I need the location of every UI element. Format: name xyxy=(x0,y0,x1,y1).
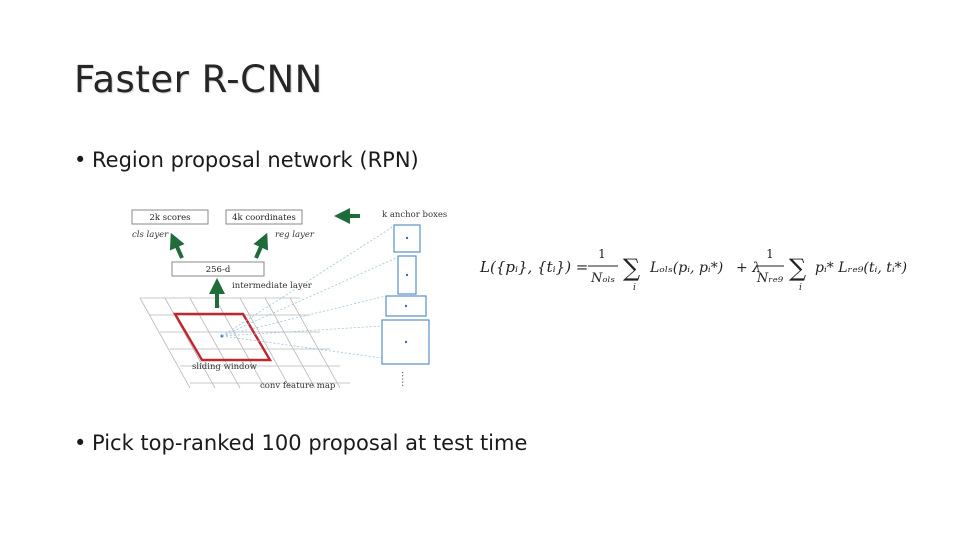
anchor-boxes xyxy=(381,224,430,365)
formula-sum-a-index: i xyxy=(633,283,636,293)
scores-box xyxy=(131,209,209,225)
coords-box xyxy=(225,209,303,225)
feature-map-grid xyxy=(139,297,350,389)
bullet-dot: • xyxy=(74,148,87,172)
bullet-text: Region proposal network (RPN) xyxy=(92,148,419,172)
rpn-loss-formula: L({pᵢ}, {tᵢ}) = 1 Nₒₗₛ ∑ i Lₒₗₛ(pᵢ, pᵢ*)… xyxy=(479,247,907,293)
sum-symbol-b: ∑ xyxy=(789,254,806,282)
flow-arrows xyxy=(169,208,360,308)
projection-lines xyxy=(221,225,397,359)
scores-box-label: 2k scores xyxy=(150,213,191,223)
formula-reg-term: pᵢ* Lᵣₑ₉(tᵢ, tᵢ*) xyxy=(815,260,907,276)
sum-symbol-a: ∑ xyxy=(623,254,640,282)
formula-n-cls: Nₒₗₛ xyxy=(590,271,615,286)
cls-layer-label: cls layer xyxy=(132,230,169,240)
bullet-text: Pick top-ranked 100 proposal at test tim… xyxy=(92,431,528,455)
anchor-boxes-label: k anchor boxes xyxy=(382,210,447,220)
formula-sum-b-index: i xyxy=(799,283,802,293)
reg-layer-label: reg layer xyxy=(275,230,315,240)
bullet-item: •Pick top-ranked 100 proposal at test ti… xyxy=(74,431,527,455)
slide-title: Faster R-CNN xyxy=(74,58,323,101)
feature-box-label: 256-d xyxy=(206,265,231,275)
intermediate-layer-label: intermediate layer xyxy=(232,281,313,291)
formula-cls-term: Lₒₗₛ(pᵢ, pᵢ*) xyxy=(649,260,723,276)
formula-one-b: 1 xyxy=(766,247,774,261)
formula-n-reg: Nᵣₑ₉ xyxy=(756,271,784,286)
bullet-item: •Region proposal network (RPN) xyxy=(74,148,419,172)
coords-box-label: 4k coordinates xyxy=(232,213,296,223)
feature-box xyxy=(171,261,265,277)
formula-plus-lambda: + λ xyxy=(736,260,761,276)
sliding-window-label: sliding window xyxy=(192,362,258,372)
bullet-dot: • xyxy=(74,431,87,455)
feature-map-label: conv feature map xyxy=(260,381,336,391)
rpn-diagram: ..... 2k scores 4k coordinates cls layer… xyxy=(131,208,447,391)
formula-lhs: L({pᵢ}, {tᵢ}) = xyxy=(479,258,588,276)
formula-one-a: 1 xyxy=(598,247,606,261)
sliding-window xyxy=(172,312,273,362)
anchor-ellipsis: ..... xyxy=(399,371,410,387)
